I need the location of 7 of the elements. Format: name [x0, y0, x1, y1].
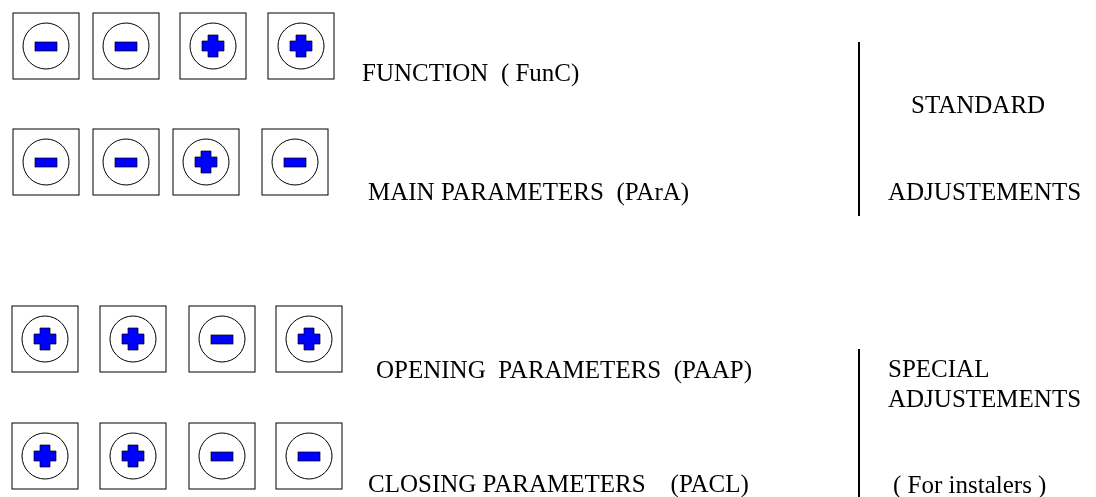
section-text: FUNCTION ( FunC)	[362, 58, 580, 88]
section-text: CLOSING PARAMETERS (PACL)	[368, 469, 749, 497]
section-text: OPENING PARAMETERS (PAAP)	[376, 355, 752, 385]
section-text: MAIN PARAMETERS (PArA)	[368, 177, 690, 207]
section-text: ADJUSTEMENTS	[888, 177, 1082, 207]
section-text: SPECIAL ADJUSTEMENTS	[888, 354, 1083, 414]
section-text: STANDARD	[911, 90, 1046, 120]
